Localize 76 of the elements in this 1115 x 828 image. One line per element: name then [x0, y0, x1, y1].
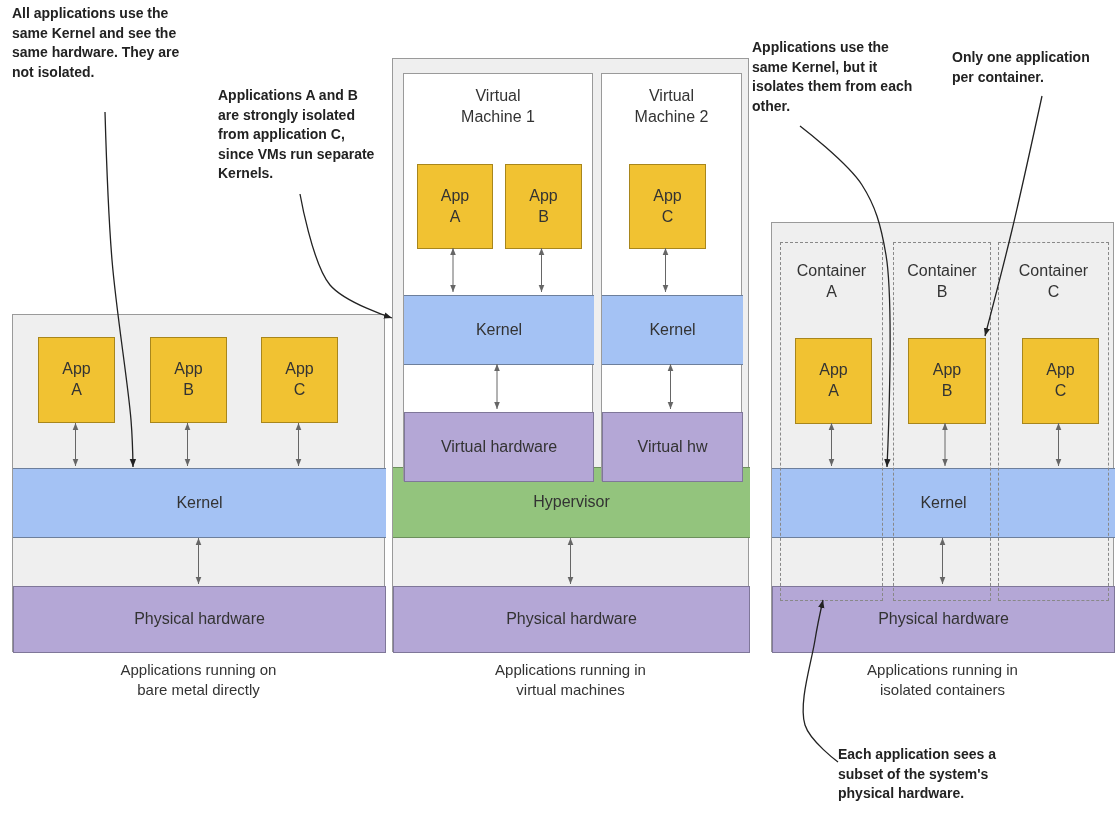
double-arrow [939, 537, 946, 585]
kernel-layer [602, 295, 743, 365]
double-arrow [567, 537, 574, 585]
double-arrow [195, 537, 202, 585]
double-arrow [1055, 422, 1062, 467]
double-arrow [184, 422, 191, 467]
double-arrow [295, 422, 302, 467]
box-label: App A [61, 359, 92, 400]
app-box [261, 337, 338, 423]
box-label: Kernel [475, 319, 523, 340]
app-box [908, 338, 986, 424]
box-label: App C [652, 185, 683, 227]
box-label: App B [931, 360, 963, 401]
kernel-layer [13, 468, 386, 538]
app-box [38, 337, 115, 423]
double-arrow [538, 247, 545, 293]
box-label: App A [818, 360, 849, 401]
caption-text: Applications running in virtual machines [494, 660, 647, 701]
leader-arrow [983, 95, 1043, 337]
app-box [505, 164, 582, 249]
kernel-layer [772, 468, 1115, 538]
double-arrow [72, 422, 79, 467]
stack-panel [392, 58, 749, 652]
box-label: App B [173, 359, 204, 400]
box-label: App A [439, 185, 471, 227]
virtual-machine-box [403, 73, 593, 481]
box-label: App C [1045, 360, 1076, 401]
box-label: Hypervisor [533, 492, 610, 513]
box-label: Kernel [649, 319, 696, 340]
container-box [780, 242, 883, 601]
box-label: Physical hardware [878, 609, 1009, 630]
leader-arrow [299, 193, 393, 319]
double-arrow [450, 247, 456, 293]
box-label: Virtual hw [637, 436, 708, 457]
hardware-layer [13, 586, 386, 653]
annotation-text: Applications A and B are strongly isolated from application C, since VMs run separate Kernels. [218, 86, 376, 184]
box-label: Physical hardware [506, 609, 637, 630]
annotation-text: Each application sees a subset of the system's physical hardware. [838, 745, 997, 804]
box-label: Kernel [920, 492, 967, 513]
app-box [795, 338, 872, 424]
annotation-text: Only one application per container. [952, 48, 1091, 87]
hardware-layer [772, 586, 1115, 653]
box-label: Virtual hardware [440, 436, 558, 457]
box-label: App B [528, 185, 559, 227]
hardware-layer [404, 412, 594, 482]
annotation-text: All applications use the same Kernel and see the same hardware. They are not isolated. [12, 4, 181, 82]
double-arrow [942, 422, 948, 467]
stack-panel [771, 222, 1114, 652]
hardware-layer [602, 412, 743, 482]
box-label: App C [284, 359, 315, 400]
caption-text: Applications running on bare metal directly [119, 660, 278, 701]
stack-panel [12, 314, 385, 652]
leader-arrow [802, 599, 839, 763]
virtual-machine-box [601, 73, 742, 481]
box-label: Container B [906, 261, 978, 302]
double-arrow [494, 363, 500, 410]
app-box [150, 337, 227, 423]
app-box [417, 164, 493, 249]
leader-arrow [104, 111, 137, 468]
double-arrow [828, 422, 835, 467]
container-box [893, 242, 991, 601]
double-arrow [667, 363, 674, 410]
box-label: Kernel [176, 492, 223, 513]
app-box [629, 164, 706, 249]
box-label: Physical hardware [134, 609, 265, 630]
hardware-layer [393, 586, 750, 653]
double-arrow [662, 247, 669, 293]
box-label: Container A [795, 261, 868, 302]
box-label: Virtual Machine 1 [460, 86, 536, 127]
kernel-layer [404, 295, 594, 365]
box-label: Virtual Machine 2 [633, 86, 710, 127]
leader-arrow [799, 125, 891, 468]
caption-text: Applications running in isolated containers [866, 660, 1019, 701]
app-box [1022, 338, 1099, 424]
box-label: Container C [1017, 261, 1090, 302]
annotation-text: Applications use the same Kernel, but it isolates them from each other. [752, 38, 914, 116]
